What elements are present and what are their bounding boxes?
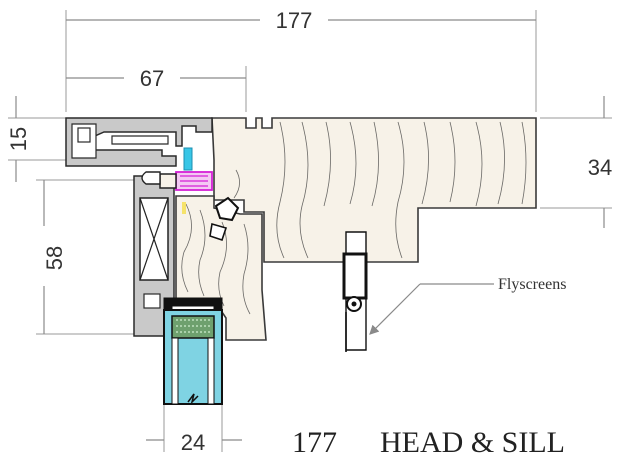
overall-width-label: 177 bbox=[276, 8, 313, 33]
flyscreen-callout: Flyscreens bbox=[369, 276, 566, 335]
aluminium-head-profile bbox=[65, 117, 213, 167]
dim-timber-height: 34 bbox=[540, 96, 612, 228]
dim-overall-width: 177 bbox=[65, 8, 537, 112]
drawing-title: 177 HEAD & SILL bbox=[292, 426, 565, 459]
flyscreens-label: Flyscreens bbox=[498, 276, 566, 293]
dim-sash-height: 58 bbox=[36, 179, 150, 335]
timber-height-label: 34 bbox=[588, 155, 612, 180]
dim-frame-height: 15 bbox=[6, 96, 66, 182]
title-text: HEAD & SILL bbox=[380, 426, 565, 459]
glass-break-icon bbox=[187, 393, 199, 405]
dim-glass-width: 24 bbox=[146, 400, 242, 455]
sash-height-label: 58 bbox=[42, 246, 67, 270]
arrow-head-icon bbox=[369, 283, 421, 335]
timber-head bbox=[211, 117, 537, 263]
glass-width-label: 24 bbox=[181, 430, 205, 455]
aluminium-sash-profile bbox=[133, 175, 175, 337]
dim-sash-width: 67 bbox=[66, 66, 247, 112]
frame-height-label: 15 bbox=[6, 127, 31, 151]
glazing-unit bbox=[163, 297, 223, 405]
flyscreen-profile bbox=[342, 231, 368, 352]
title-number: 177 bbox=[292, 426, 337, 459]
seals bbox=[141, 147, 240, 242]
sash-width-label: 67 bbox=[140, 66, 164, 91]
